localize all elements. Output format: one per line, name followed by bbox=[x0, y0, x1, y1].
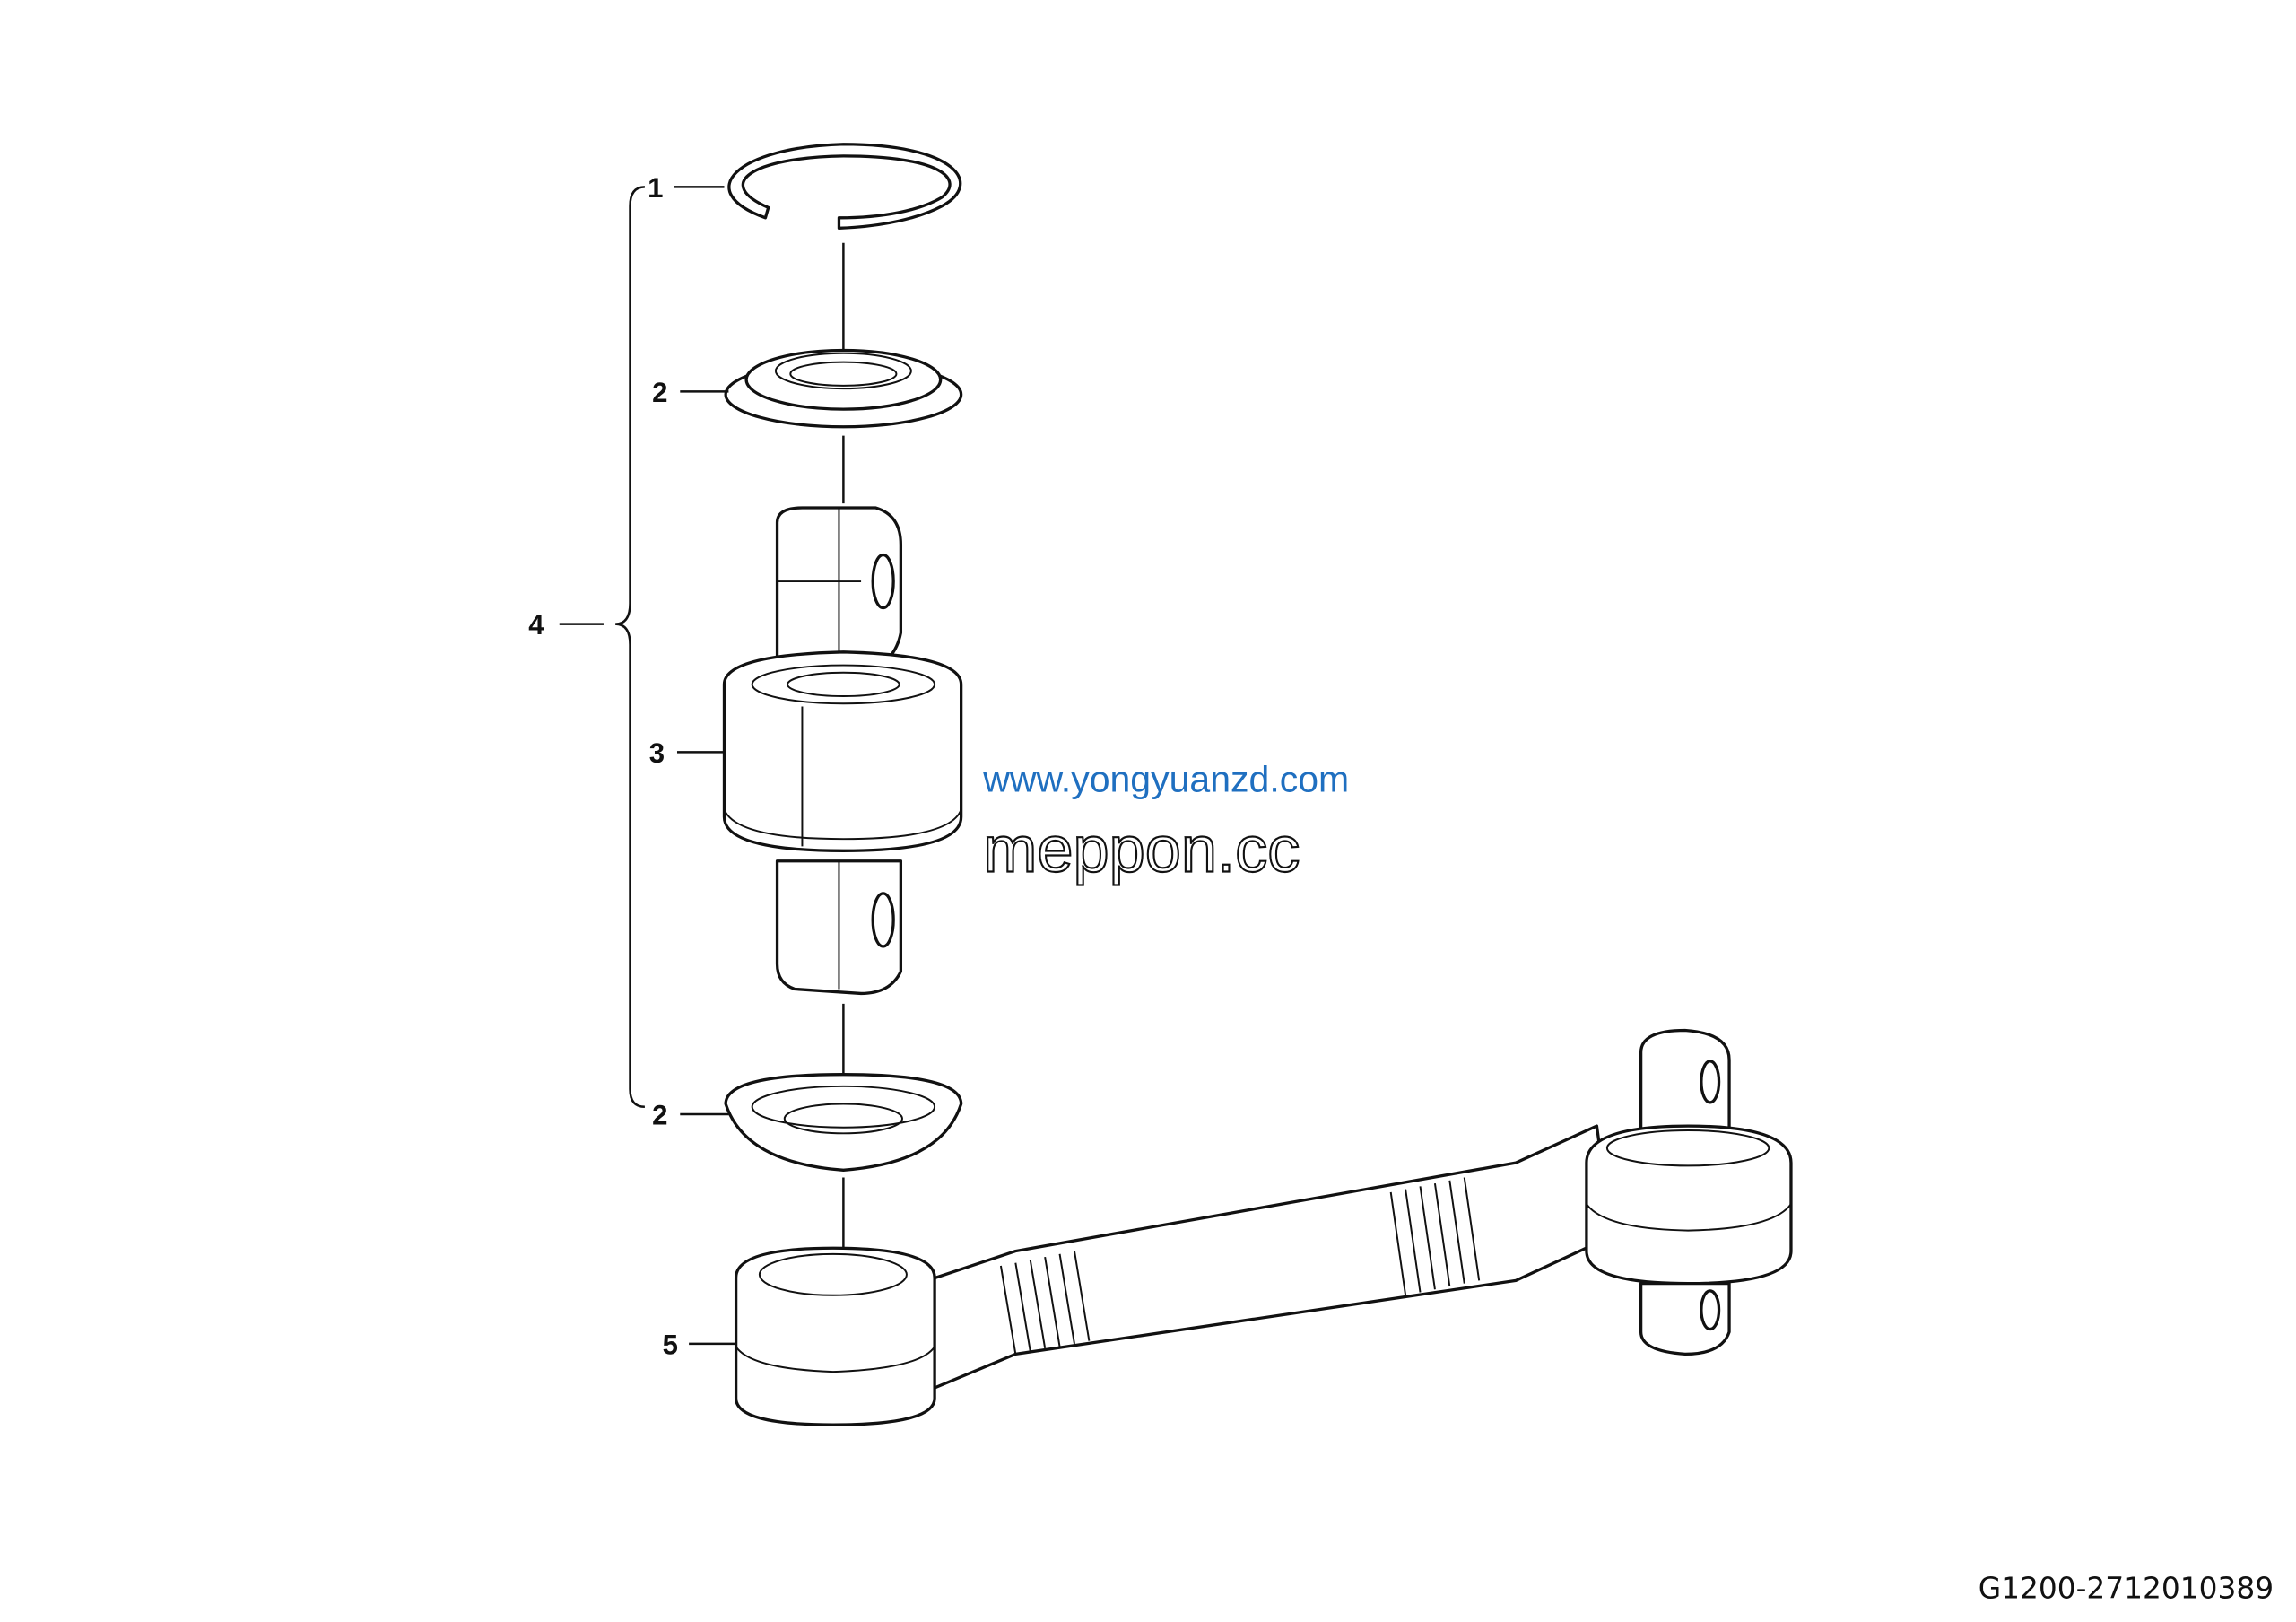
callout-2-bottom: 2 bbox=[652, 1099, 667, 1130]
watermark-outline: meppon.cc bbox=[983, 814, 1300, 885]
callout-5: 5 bbox=[663, 1329, 678, 1360]
callout-1: 1 bbox=[648, 172, 663, 204]
callout-4: 4 bbox=[528, 609, 544, 641]
drawing-code: G1200-2712010389 bbox=[1979, 1572, 2274, 1606]
rubber-bushing bbox=[722, 506, 963, 996]
assembly-brace bbox=[615, 186, 645, 1109]
callout-2-top: 2 bbox=[652, 377, 667, 408]
watermark-url: www.yongyuanzd.com bbox=[982, 759, 1349, 800]
washer-bottom bbox=[724, 1073, 963, 1172]
washer-top bbox=[724, 348, 963, 429]
leader-lines bbox=[559, 186, 736, 1346]
retaining-ring bbox=[727, 143, 962, 230]
torque-rod bbox=[734, 1028, 1793, 1426]
callout-3: 3 bbox=[649, 737, 665, 769]
